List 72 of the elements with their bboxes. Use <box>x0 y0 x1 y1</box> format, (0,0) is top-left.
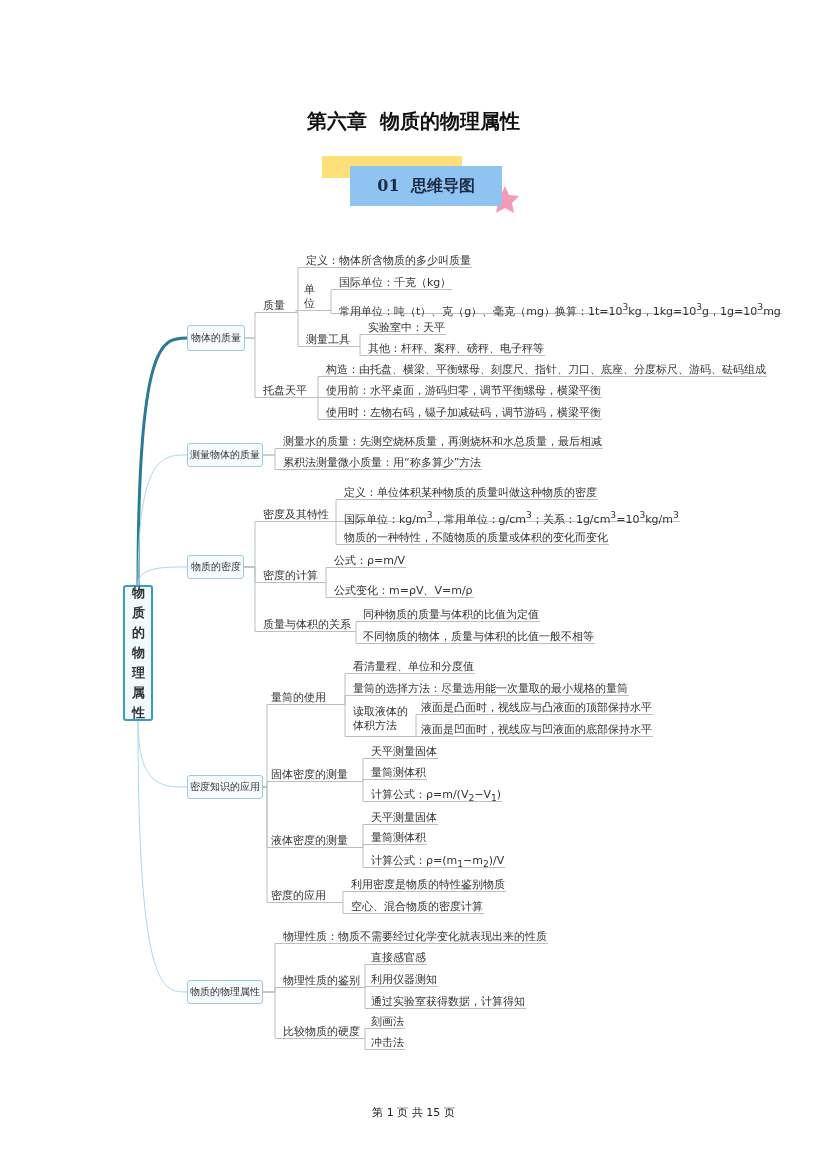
topic-label: 利用密度是物质的特性鉴别物质 <box>350 878 506 892</box>
topic-box: 物质的物理属性 <box>187 980 263 1004</box>
page-title: 第六章 物质的物理属性 <box>305 108 522 135</box>
topic-label: 比较物质的硬度 <box>282 1025 361 1039</box>
topic-label: 单位 <box>303 283 319 311</box>
page-number: 第 1 页 共 15 页 <box>371 1105 456 1120</box>
topic-label: 直接感官感 <box>370 951 427 965</box>
connector-line <box>243 566 263 632</box>
topic-label: 公式变化：m=ρV、V=m/ρ <box>333 584 474 598</box>
topic-label: 托盘天平 <box>262 384 308 398</box>
topic-label: 液面是凸面时，视线应与凸液面的顶部保持水平 <box>420 701 653 715</box>
connector-line <box>348 847 371 868</box>
connector-line <box>318 582 334 598</box>
topic-label: 看清量程、单位和分度值 <box>352 660 475 674</box>
topic-label: 通过实验室获得数据，计算得知 <box>370 995 526 1009</box>
root-box: 物质的物理属性 <box>123 585 153 721</box>
topic-label: 累积法测量微小质量：用“称多算少”方法 <box>282 456 483 470</box>
topic-label: 计算公式：ρ=m/(V$_{2}$−V$_{1}$) <box>370 788 503 802</box>
connector-line <box>137 454 188 586</box>
topic-label: 天平测量固体 <box>370 811 438 825</box>
connector-line <box>318 310 339 314</box>
connector-line <box>326 902 351 914</box>
topic-label: 质量 <box>262 299 286 313</box>
topic-label: 密度及其特性 <box>262 508 330 522</box>
topic-label: 使用前：水平桌面，游码归零，调节平衡螺母，横梁平衡 <box>325 384 602 398</box>
topic-label: 密度的应用 <box>270 889 327 903</box>
topic-label: 公式：ρ=m/V <box>333 554 407 568</box>
topic-label: 同种物质的质量与体积的比值为定值 <box>362 608 540 622</box>
section-banner: 01 思维导图 <box>350 166 502 206</box>
topic-label: 量筒的选择方法：尽量选用能一次量取的最小规格的量筒 <box>352 682 629 696</box>
topic-label: 读取液体的体积方法 <box>352 705 412 737</box>
topic-label: 使用时：左物右码，镊子加减砝码，调节游码，横梁平衡 <box>325 406 602 420</box>
connector-line <box>350 346 368 356</box>
connector-line <box>137 720 188 993</box>
topic-label: 量筒测体积 <box>370 831 427 845</box>
topic-label: 液面是凹面时，视线应与凹液面的底部保持水平 <box>420 723 653 737</box>
topic-label: 空心、混合物质的密度计算 <box>350 900 484 914</box>
topic-label: 实验室中：天平 <box>367 321 446 335</box>
topic-box: 密度知识的应用 <box>187 775 263 799</box>
topic-label: 利用仪器测知 <box>370 973 438 987</box>
connector-line <box>137 566 188 586</box>
topic-label: 物理性质的鉴别 <box>282 974 361 988</box>
topic-label: 量筒测体积 <box>370 766 427 780</box>
topic-label: 冲击法 <box>370 1036 405 1050</box>
topic-label: 构造：由托盘、横梁、平衡螺母、刻度尺、指针、刀口、底座、分度标尺、游码、砝码组成 <box>325 363 767 377</box>
topic-box: 测量物体的质量 <box>187 443 263 467</box>
connector-line <box>307 397 326 420</box>
topic-label: 不同物质的物体，质量与体积的比值一般不相等 <box>362 630 595 644</box>
connector-line <box>136 336 188 585</box>
topic-box: 物体的质量 <box>187 325 245 351</box>
topic-label: 计算公式：ρ=(m$_{1}$−m$_{2}$)/V <box>370 854 506 868</box>
topic-label: 液体密度的测量 <box>270 834 349 848</box>
topic-label: 测量水的质量：先测空烧杯质量，再测烧杯和水总质量，最后相减 <box>282 435 603 449</box>
topic-label: 量筒的使用 <box>270 691 327 705</box>
topic-label: 其他：杆秤、案秤、磅秤、电子秤等 <box>367 342 545 356</box>
topic-label: 密度的计算 <box>262 569 319 583</box>
connector-line <box>244 337 263 398</box>
connector-line <box>262 991 283 1039</box>
topic-label: 刻画法 <box>370 1015 405 1029</box>
topic-label: 定义：单位体积某种物质的质量叫做这种物质的密度 <box>343 486 598 500</box>
topic-label: 质量与体积的关系 <box>262 618 352 632</box>
topic-label: 测量工具 <box>305 333 351 347</box>
connector-line <box>262 454 283 470</box>
connector-line <box>411 736 421 737</box>
connector-line <box>348 781 371 802</box>
topic-label: 国际单位：千克（kg） <box>338 276 453 290</box>
topic-label: 物理性质：物质不需要经过化学变化就表现出来的性质 <box>282 930 548 944</box>
topic-label: 天平测量固体 <box>370 745 438 759</box>
topic-box: 物质的密度 <box>187 555 244 579</box>
topic-label: 固体密度的测量 <box>270 768 349 782</box>
topic-label: 物质的一种特性，不随物质的质量或体积的变化而变化 <box>343 531 609 545</box>
topic-label: 定义：物体所含物质的多少叫质量 <box>305 254 472 268</box>
